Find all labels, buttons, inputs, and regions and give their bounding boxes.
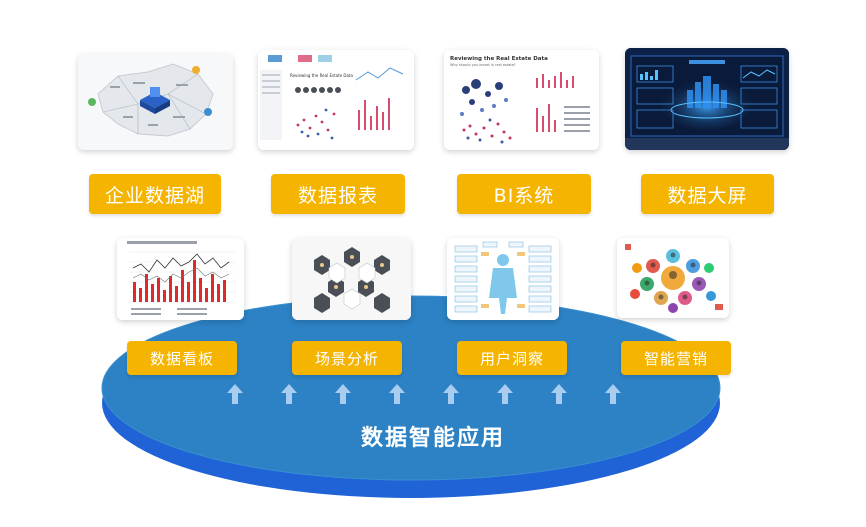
user-persona-thumbnail: [447, 238, 559, 320]
label-text: 企业数据湖: [104, 184, 205, 207]
big-screen-thumbnail: [625, 48, 789, 150]
platform-title: 数据智能应用: [360, 426, 505, 451]
label-user-insight[interactable]: 用户洞察: [457, 341, 567, 375]
up-arrow-icon: [389, 384, 405, 404]
up-arrow-icon: [281, 384, 297, 404]
up-arrow-icon: [497, 384, 513, 404]
label-text: 智能营销: [643, 349, 708, 368]
label-text: 场景分析: [314, 349, 379, 368]
label-text: BI系统: [493, 184, 555, 207]
bi-subtitle-text: Why should you invest in real estate?: [450, 63, 516, 67]
people-avatars-thumbnail: [617, 238, 729, 318]
label-enterprise-data-lake[interactable]: 企业数据湖: [89, 174, 221, 214]
kanban-chart-thumbnail: [117, 238, 244, 320]
up-arrow-icon: [227, 384, 243, 404]
up-arrow-icon: [551, 384, 567, 404]
label-text: 数据看板: [149, 349, 214, 368]
label-bi-system[interactable]: BI系统: [457, 174, 591, 214]
label-data-kanban[interactable]: 数据看板: [127, 341, 237, 375]
label-text: 用户洞察: [479, 349, 544, 368]
bi-title-text: Reviewing the Real Estate Data: [450, 56, 548, 62]
label-smart-marketing[interactable]: 智能营销: [621, 341, 731, 375]
bi-scatter-thumbnail: Reviewing the Real Estate Data Why shoul…: [444, 50, 599, 150]
dashboard-report-thumbnail: Reviewing the Real Estate Data: [258, 50, 414, 150]
label-data-report[interactable]: 数据报表: [271, 174, 405, 214]
up-arrow-icon: [443, 384, 459, 404]
up-arrow-icon: [335, 384, 351, 404]
report-title-text: Reviewing the Real Estate Data: [290, 73, 353, 78]
up-arrow-icon: [605, 384, 621, 404]
china-map-thumbnail: [78, 54, 233, 150]
label-data-big-screen[interactable]: 数据大屏: [641, 174, 774, 214]
hexagon-scene-thumbnail: [292, 238, 411, 320]
label-text: 数据大屏: [667, 184, 748, 207]
label-scene-analysis[interactable]: 场景分析: [292, 341, 402, 375]
label-text: 数据报表: [297, 184, 378, 207]
